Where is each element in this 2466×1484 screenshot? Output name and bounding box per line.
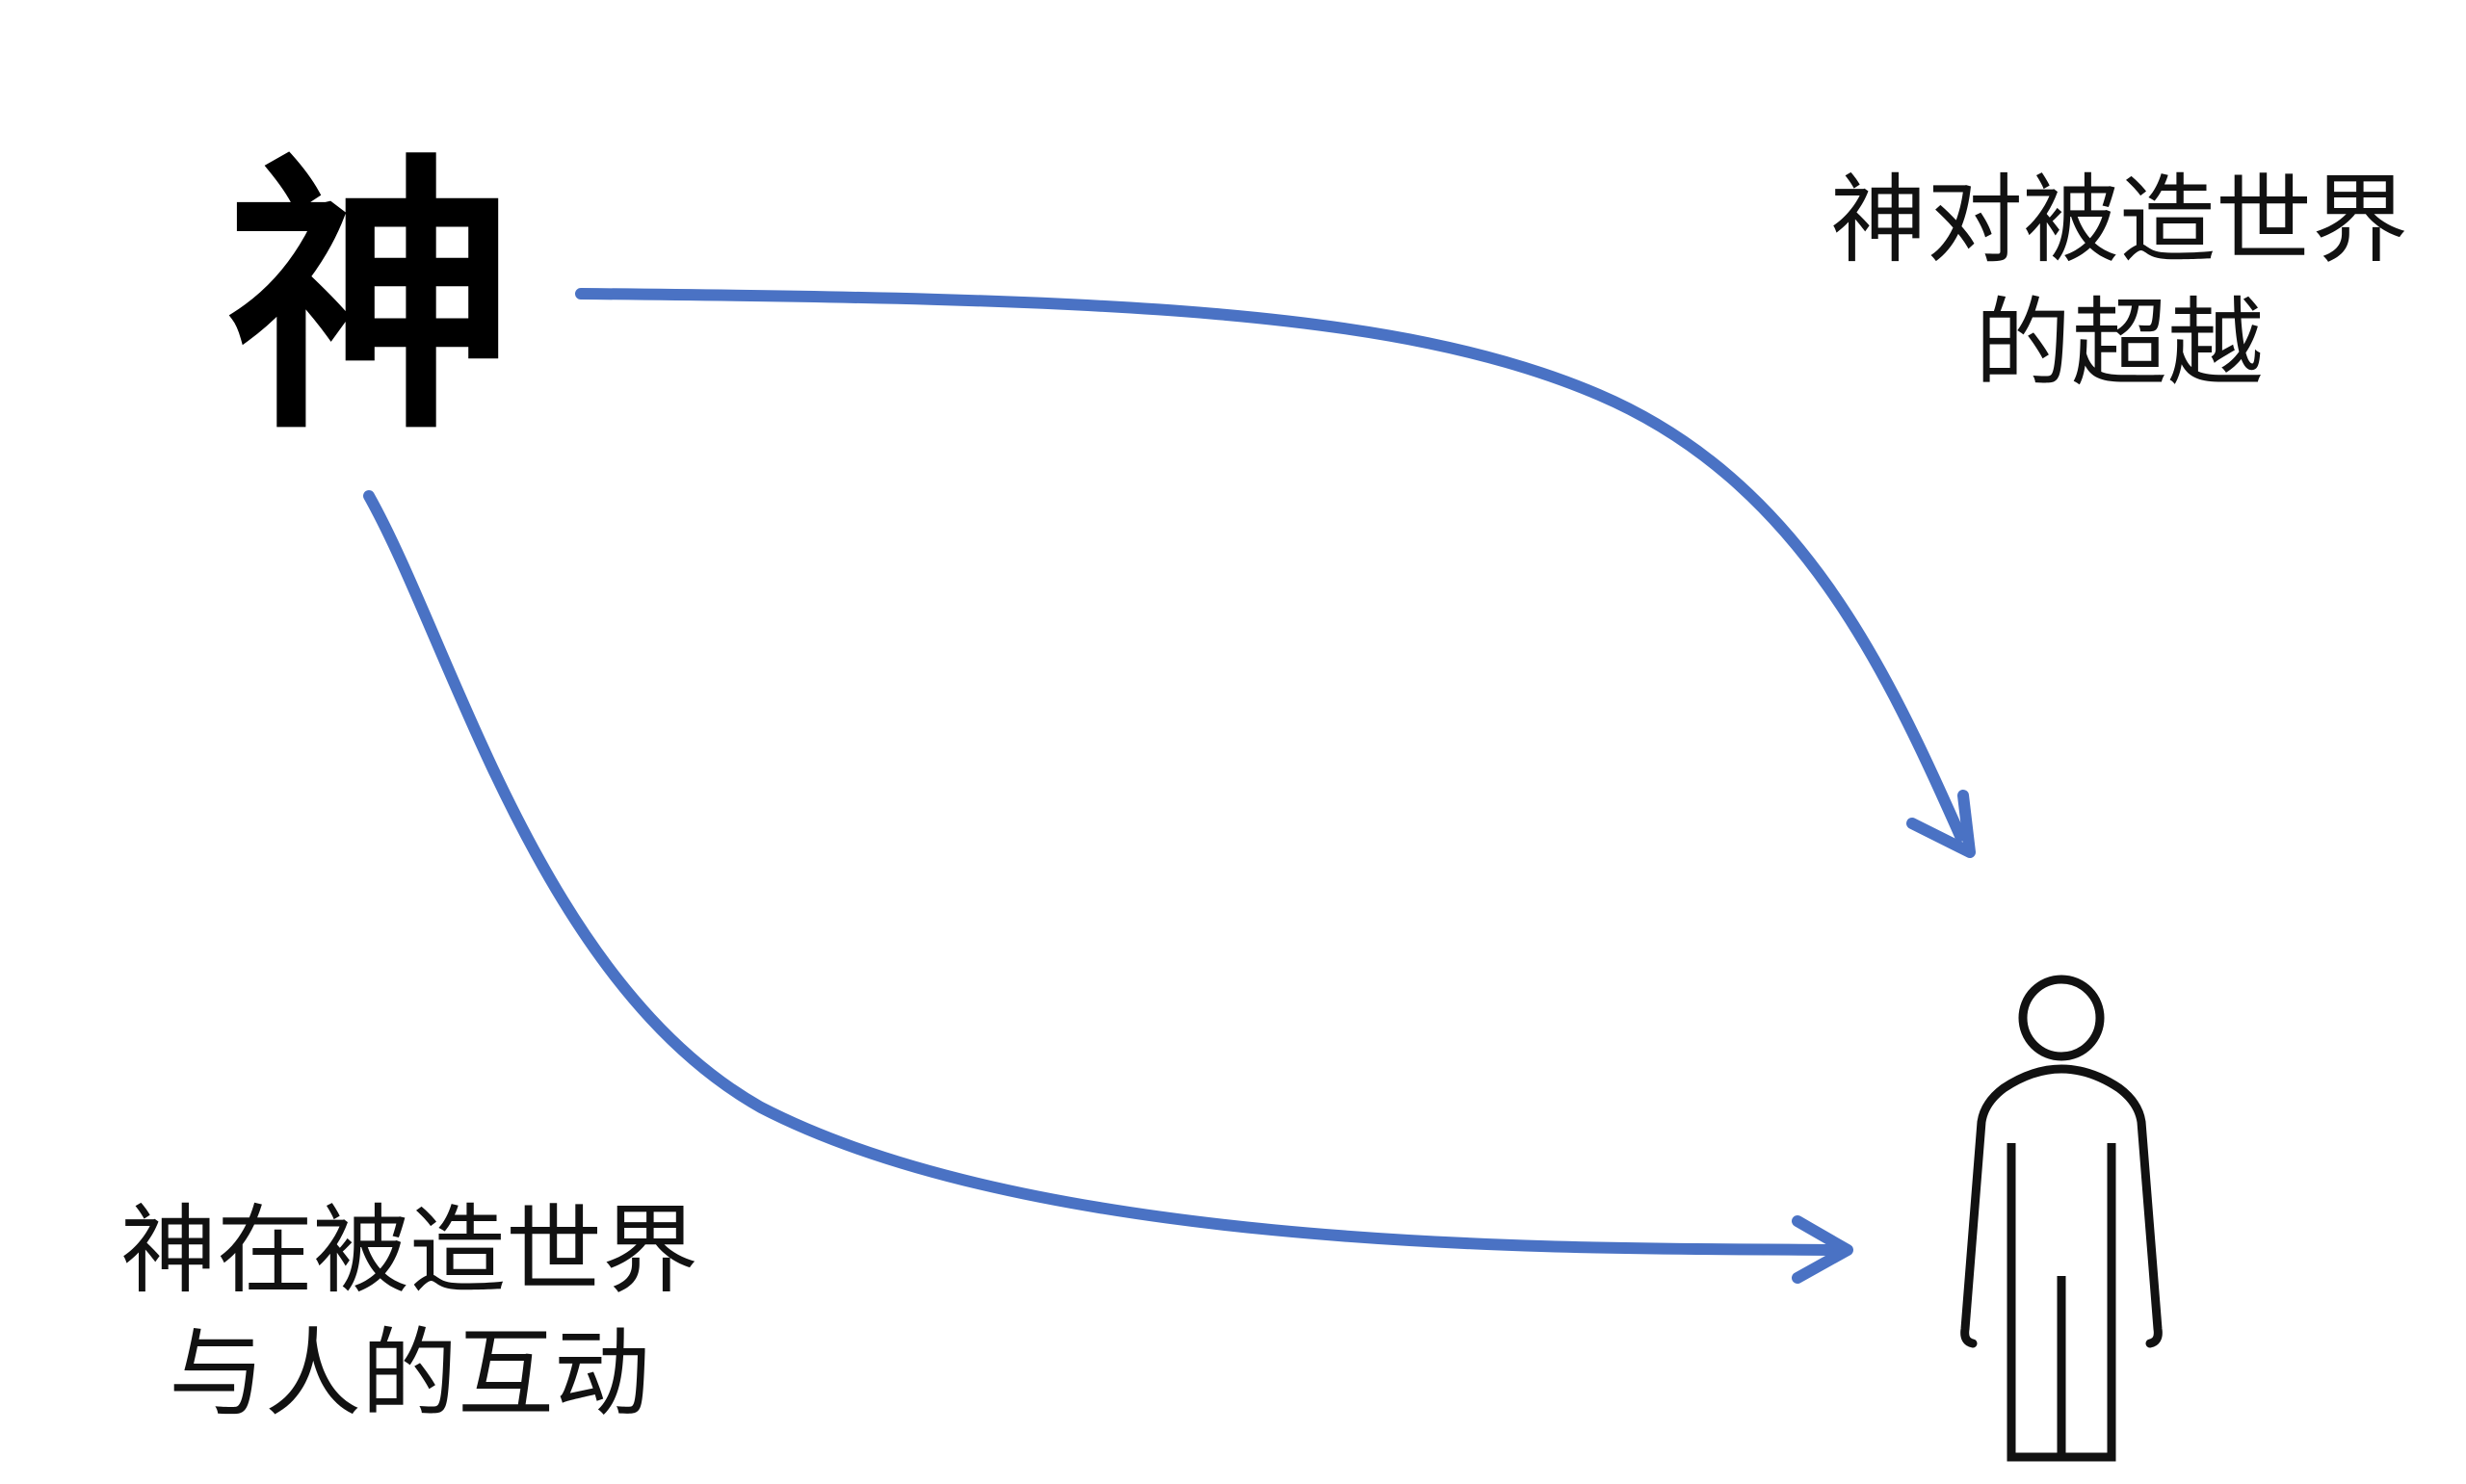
interaction-label-line-2: 与人的互动 [169,1317,650,1430]
person-head [2018,975,2105,1061]
interaction-arrow [363,490,1844,1256]
god-character: 神 [226,128,515,468]
person-icon [1960,975,2163,1462]
transcendence-label-line-2: 的超越 [1975,287,2264,400]
transcendence-label-line-1: 神对被造世界 [1830,164,2408,276]
interaction-label-line-1: 神在被造世界 [120,1194,698,1307]
transcendence-arrow-head-icon [1906,790,1976,858]
transcendence-arrow [575,288,1966,842]
person-body-outline [1960,1064,2163,1348]
interaction-label: 神在被造世界 与人的互动 [72,1189,747,1436]
interaction-arrow-head-icon [1792,1215,1853,1284]
transcendence-label: 神对被造世界 的超越 [1792,159,2447,405]
